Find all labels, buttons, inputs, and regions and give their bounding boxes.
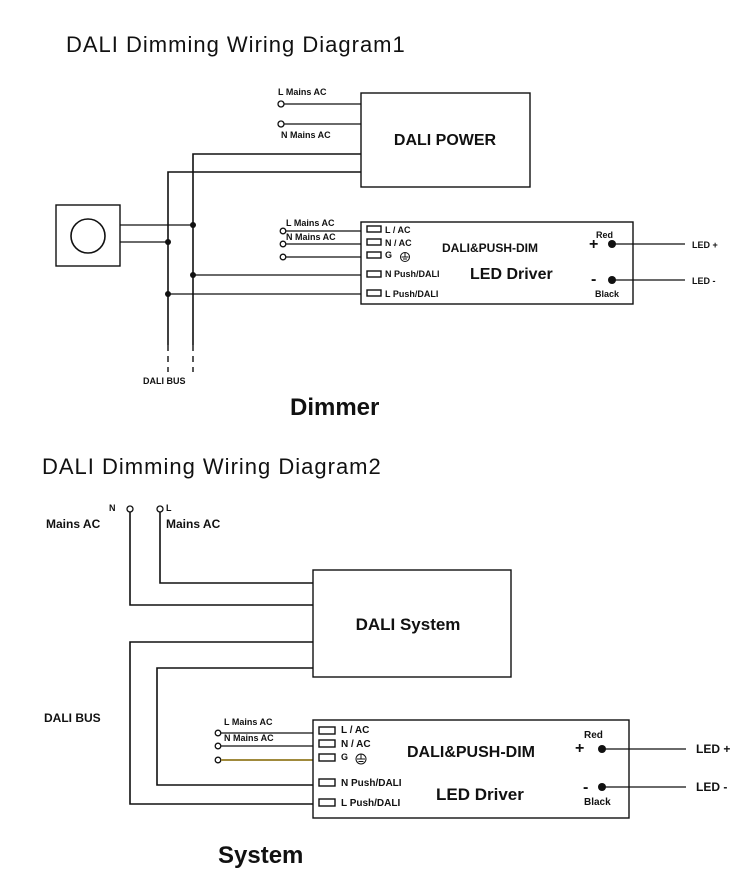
- d2-driver-mains-l-label: L Mains AC: [224, 717, 273, 727]
- d1-terminal-block: [366, 270, 382, 278]
- d1-terminal-block: [366, 251, 382, 259]
- dali-system-label: DALI System: [356, 615, 461, 634]
- d2-mains-l-label: Mains AC: [166, 517, 221, 531]
- d1-terminal-g: G: [385, 250, 392, 260]
- d1-terminal-npush: N Push/DALI: [385, 269, 440, 279]
- d2-driver-name: DALI&PUSH-DIM: [407, 744, 535, 761]
- d1-bus-line-b: [167, 171, 361, 345]
- d1-mains-n-terminal: [277, 120, 285, 128]
- d2-terminal-block: [318, 778, 336, 787]
- d1-plus-sign: +: [589, 236, 598, 253]
- d2-terminal-nac: N / AC: [341, 739, 371, 750]
- d2-led-minus-label: LED -: [696, 780, 727, 794]
- diagram1-title: DALI Dimming Wiring Diagram1: [66, 32, 406, 57]
- d1-driver-sub: LED Driver: [470, 266, 553, 283]
- d2-driver-mains-n-label: N Mains AC: [224, 733, 274, 743]
- dali-power-label: DALI POWER: [394, 132, 497, 149]
- d1-driver-l-terminal: [279, 227, 287, 235]
- d1-mains-n-label: N Mains AC: [281, 130, 331, 140]
- d2-terminal-block: [318, 739, 336, 748]
- d1-bus-line-a: [192, 153, 361, 345]
- d1-mains-l-label: L Mains AC: [278, 87, 327, 97]
- d1-junction: [190, 272, 196, 278]
- d1-terminal-lpush: L Push/DALI: [385, 289, 438, 299]
- d2-red-label: Red: [584, 730, 603, 741]
- d1-terminal-block: [366, 238, 382, 246]
- d1-caption: Dimmer: [290, 394, 379, 421]
- d2-terminal-block: [318, 753, 336, 762]
- d2-black-label: Black: [584, 797, 611, 808]
- ground-icon: [400, 252, 410, 262]
- d1-led-plus-label: LED +: [692, 240, 718, 250]
- d1-driver-mains-l-label: L Mains AC: [286, 218, 335, 228]
- d2-mains-l-wire: [159, 512, 313, 584]
- d2-driver-l-terminal: [214, 729, 222, 737]
- d2-terminal-npush: N Push/DALI: [341, 778, 402, 789]
- d1-junction: [165, 291, 171, 297]
- d1-black-label: Black: [595, 289, 620, 299]
- dimmer-knob-icon: [70, 218, 106, 254]
- d2-terminal-block: [318, 726, 336, 735]
- d1-bus-label: DALI BUS: [143, 376, 186, 386]
- d1-junction: [165, 239, 171, 245]
- d1-terminal-nac: N / AC: [385, 238, 412, 248]
- d2-led-plus-label: LED +: [696, 742, 730, 756]
- ground-icon: [355, 753, 367, 765]
- d1-red-label: Red: [596, 230, 613, 240]
- dali-system-box: [312, 569, 512, 678]
- d1-junction: [190, 222, 196, 228]
- d2-driver-g-terminal: [214, 756, 222, 764]
- d1-driver-n-terminal: [279, 240, 287, 248]
- d2-mains-n-terminal: [126, 505, 134, 513]
- d2-caption: System: [218, 842, 303, 869]
- d2-minus-sign: -: [583, 779, 588, 796]
- d2-bus-label: DALI BUS: [44, 711, 101, 725]
- d2-terminal-g: G: [341, 752, 348, 762]
- d2-terminal-block: [318, 798, 336, 807]
- dali-power-box: [360, 92, 531, 188]
- dimmer-box: [55, 204, 121, 267]
- d1-terminal-block: [366, 225, 382, 233]
- d2-l-letter: L: [166, 503, 172, 513]
- d1-driver-mains-n-label: N Mains AC: [286, 232, 336, 242]
- d2-driver-sub: LED Driver: [436, 785, 524, 804]
- d2-mains-l-terminal: [156, 505, 164, 513]
- diagram2-title: DALI Dimming Wiring Diagram2: [42, 454, 382, 479]
- d1-terminal-lac: L / AC: [385, 225, 411, 235]
- d2-plus-sign: +: [575, 740, 584, 757]
- d2-driver-n-terminal: [214, 742, 222, 750]
- d2-terminal-lac: L / AC: [341, 725, 369, 736]
- d2-mains-n-label: Mains AC: [46, 517, 101, 531]
- d1-terminal-block: [366, 289, 382, 297]
- d1-led-driver-box: [360, 221, 634, 305]
- d2-terminal-lpush: L Push/DALI: [341, 798, 400, 809]
- d2-n-letter: N: [109, 503, 116, 513]
- d2-mains-n-wire: [129, 512, 313, 606]
- d2-led-driver-box: [312, 719, 630, 819]
- d2-bus-line-inner: [156, 667, 313, 786]
- d1-driver-name: DALI&PUSH-DIM: [442, 241, 538, 255]
- d2-bus-line-outer: [129, 641, 313, 805]
- d1-mains-l-terminal: [277, 100, 285, 108]
- d1-led-minus-label: LED -: [692, 276, 716, 286]
- d1-driver-g-terminal: [279, 253, 287, 261]
- d1-minus-sign: -: [591, 271, 596, 288]
